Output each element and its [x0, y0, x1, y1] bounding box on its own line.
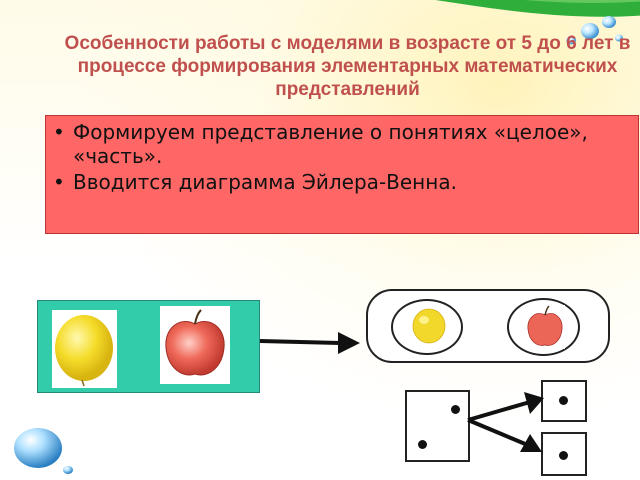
euler-subset-apple	[507, 298, 580, 356]
apple-icon	[525, 305, 565, 349]
element-dot	[559, 396, 568, 405]
whole-set-square	[405, 390, 470, 462]
bullet-list: • Формируем представление о понятиях «це…	[46, 120, 638, 194]
element-dot	[559, 451, 568, 460]
euler-subset-lemon	[391, 299, 463, 355]
slide-title: Особенности работы с моделями в возрасте…	[64, 33, 631, 100]
bullet-text-box: • Формируем представление о понятиях «це…	[45, 115, 639, 234]
bullet-text: Вводится диаграмма Эйлера-Венна.	[73, 170, 457, 194]
element-dot	[451, 405, 460, 414]
part-set-square	[541, 432, 587, 476]
element-dot	[418, 440, 427, 449]
lemon-frame	[52, 310, 117, 388]
right-arrow-icon	[259, 332, 360, 354]
lemon-icon	[411, 307, 447, 347]
water-drops-decoration	[566, 16, 623, 45]
bullet-icon: •	[53, 120, 65, 144]
bullet-text: Формируем представление о понятиях «цело…	[73, 120, 588, 168]
part-set-square	[541, 380, 587, 422]
lemon-icon	[55, 315, 113, 387]
water-drop-decoration	[14, 428, 73, 474]
apple-icon	[165, 309, 225, 376]
apple-frame	[160, 306, 230, 384]
fruit-panel	[37, 300, 260, 393]
euler-diagram-set	[366, 289, 610, 363]
branch-arrows-icon	[467, 392, 544, 452]
bullet-item: • Формируем представление о понятиях «це…	[53, 120, 638, 168]
bullet-icon: •	[53, 170, 65, 194]
bullet-item: • Вводится диаграмма Эйлера-Венна.	[53, 170, 638, 194]
corner-swoosh-decoration	[435, 0, 640, 17]
